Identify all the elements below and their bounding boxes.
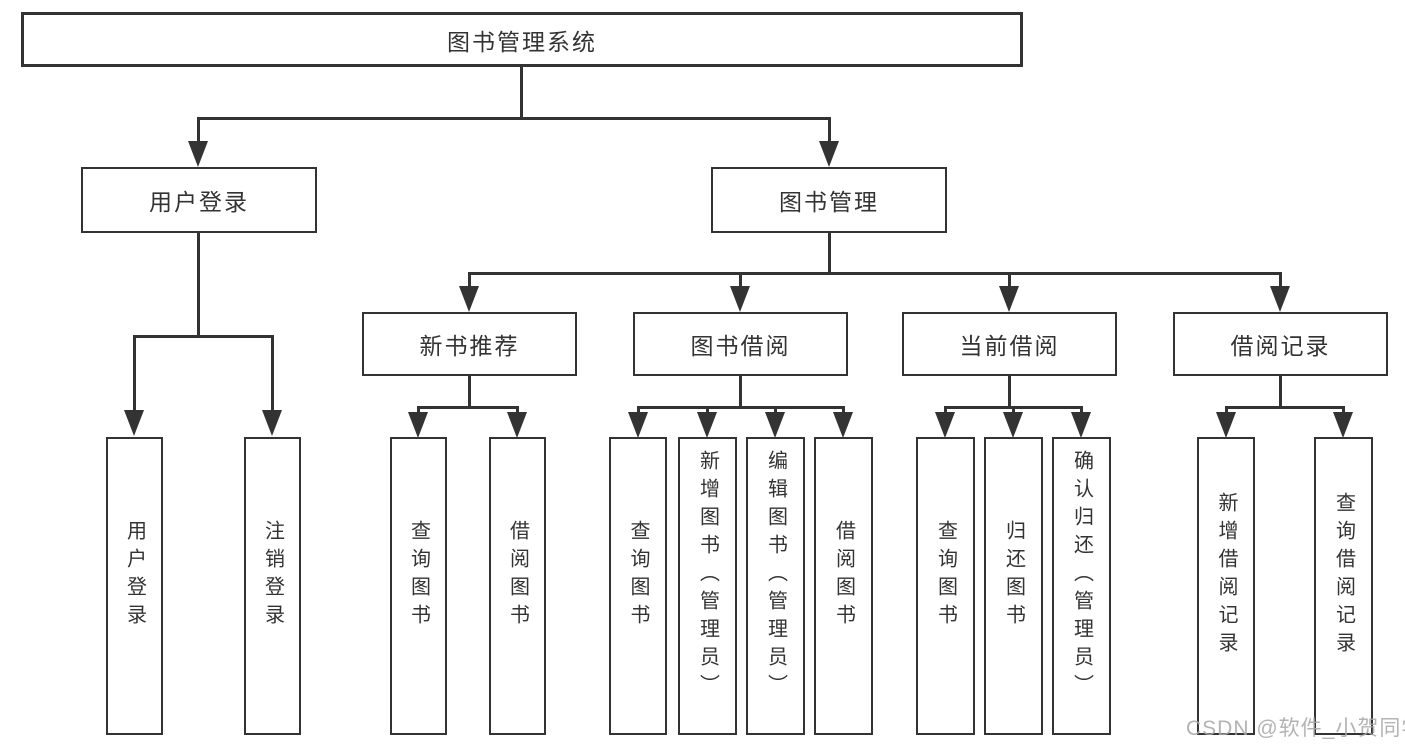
arrow-down-icon <box>188 141 208 167</box>
connector-user-login-rail <box>133 335 274 338</box>
leaf-label: 查询借阅记录 <box>1332 492 1355 660</box>
leaf-query-books: 查询图书 <box>390 437 447 735</box>
connector-drop <box>706 406 709 414</box>
leaf-label: 借阅图书 <box>832 520 855 632</box>
connector-drop <box>1279 272 1282 287</box>
node-library-management-system: 图书管理系统 <box>21 12 1023 67</box>
node-book-management: 图书管理 <box>711 167 947 233</box>
arrow-down-icon <box>999 286 1019 312</box>
leaf-add-borrow-record: 新增借阅记录 <box>1197 437 1255 735</box>
arrow-down-icon <box>1270 286 1290 312</box>
arrow-down-icon <box>459 286 479 312</box>
leaf-label: 查询图书 <box>934 520 957 632</box>
connector-rail <box>417 406 519 409</box>
leaf-label: 用户登录 <box>123 520 146 632</box>
node-label: 当前借阅 <box>959 333 1060 359</box>
arrow-down-icon <box>124 410 144 436</box>
leaf-label: 新增图书（管理员） <box>696 450 719 702</box>
connector-book-mgmt-stem <box>828 233 831 274</box>
arrow-down-icon <box>819 141 839 167</box>
node-label: 用户登录 <box>149 189 249 215</box>
leaf-add-book-admin: 新增图书（管理员） <box>678 437 737 735</box>
node-label: 图书管理 <box>779 189 879 215</box>
connector-drop <box>516 406 519 414</box>
arrow-down-icon <box>262 410 282 436</box>
connector-drop <box>1225 406 1228 414</box>
arrow-down-icon <box>507 412 527 438</box>
node-current-borrowing: 当前借阅 <box>902 312 1117 376</box>
connector-drop <box>197 117 200 143</box>
node-label: 图书管理系统 <box>447 28 597 55</box>
leaf-borrow-books: 借阅图书 <box>814 437 873 735</box>
leaf-confirm-return-admin: 确认归还（管理员） <box>1052 437 1111 735</box>
leaf-query-borrow-record: 查询借阅记录 <box>1314 437 1373 735</box>
connector-drop <box>133 335 136 412</box>
arrow-down-icon <box>1003 412 1023 438</box>
connector-drop <box>1012 406 1015 414</box>
connector-level3-rail <box>468 272 1282 275</box>
connector-root-stem <box>520 66 523 117</box>
connector-drop <box>1008 272 1011 287</box>
arrow-down-icon <box>408 412 428 438</box>
connector-drop <box>739 272 742 287</box>
connector-drop <box>828 117 831 143</box>
arrow-down-icon <box>1333 412 1353 438</box>
arrow-down-icon <box>730 286 750 312</box>
arrow-down-icon <box>1216 412 1236 438</box>
leaf-query-books: 查询图书 <box>916 437 975 735</box>
arrow-down-icon <box>697 412 717 438</box>
csdn-watermark: CSDN @软件_小贺同学 <box>1186 717 1405 740</box>
leaf-logout: 注销登录 <box>244 437 301 735</box>
node-label: 借阅记录 <box>1230 333 1331 359</box>
leaf-return-book: 归还图书 <box>984 437 1043 735</box>
connector-drop <box>842 406 845 414</box>
connector-drop <box>1080 406 1083 414</box>
arrow-down-icon <box>765 412 785 438</box>
connector-drop <box>637 406 640 414</box>
leaf-edit-book-admin: 编辑图书（管理员） <box>746 437 805 735</box>
connector-rail <box>637 406 845 409</box>
connector-user-login-stem <box>197 233 200 337</box>
leaf-label: 归还图书 <box>1002 520 1025 632</box>
connector-rail <box>1225 406 1345 409</box>
connector-drop <box>944 406 947 414</box>
arrow-down-icon <box>628 412 648 438</box>
leaf-label: 确认归还（管理员） <box>1070 450 1093 702</box>
node-new-book-recommend: 新书推荐 <box>362 312 577 376</box>
connector-drop <box>1342 406 1345 414</box>
leaf-label: 借阅图书 <box>506 520 529 632</box>
connector-drop <box>774 406 777 414</box>
connector-drop <box>271 335 274 412</box>
connector-stem <box>468 376 471 408</box>
connector-drop <box>468 272 471 287</box>
arrow-down-icon <box>935 412 955 438</box>
connector-level2-rail <box>197 117 831 120</box>
arrow-down-icon <box>1071 412 1091 438</box>
leaf-query-books: 查询图书 <box>609 437 667 735</box>
arrow-down-icon <box>833 412 853 438</box>
leaf-borrow-books: 借阅图书 <box>489 437 546 735</box>
connector-drop <box>417 406 420 414</box>
leaf-label: 新增借阅记录 <box>1215 492 1237 660</box>
leaf-user-login: 用户登录 <box>106 437 163 735</box>
connector-stem <box>739 376 742 408</box>
leaf-label: 编辑图书（管理员） <box>764 450 787 702</box>
node-label: 图书借阅 <box>690 333 791 359</box>
connector-stem <box>1279 376 1282 408</box>
node-user-login: 用户登录 <box>81 167 317 233</box>
connector-stem <box>1008 376 1011 408</box>
leaf-label: 查询图书 <box>407 520 430 632</box>
node-book-borrowing: 图书借阅 <box>633 312 848 376</box>
leaf-label: 查询图书 <box>627 520 649 632</box>
node-borrowing-records: 借阅记录 <box>1173 312 1388 376</box>
leaf-label: 注销登录 <box>261 520 284 632</box>
node-label: 新书推荐 <box>419 333 520 359</box>
